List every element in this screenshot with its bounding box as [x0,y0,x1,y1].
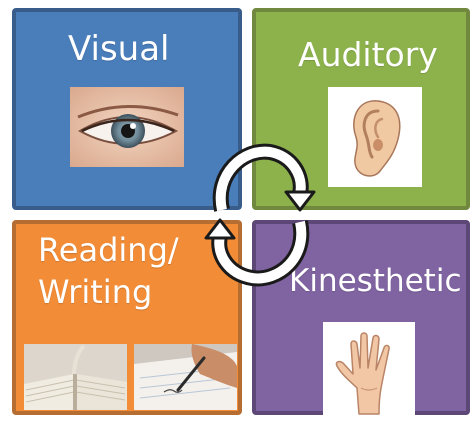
reading-label-line1: Reading/ [38,231,179,269]
reading-writing-label: Reading/ Writing [38,230,179,313]
visual-label: Visual [68,29,170,69]
eye-icon [70,87,184,167]
reading-label-line2: Writing [38,272,153,311]
hand-icon [323,322,415,415]
open-book-icon [24,344,127,410]
circular-arrows-icon [200,140,320,290]
auditory-label: Auditory [298,35,438,74]
writing-hand-icon [134,344,237,410]
kinesthetic-label: Kinesthetic [289,263,462,299]
ear-icon [328,87,422,187]
